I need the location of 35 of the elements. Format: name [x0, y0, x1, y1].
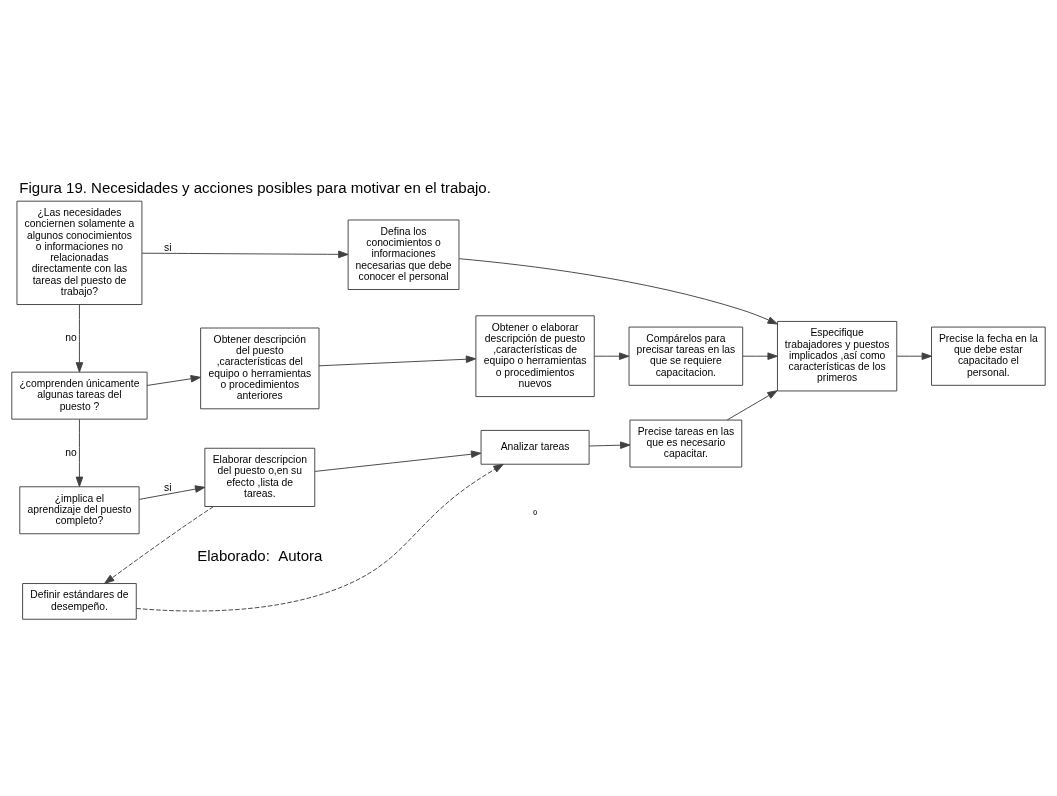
edge-label: no — [65, 446, 77, 458]
node-box: Definir estándares de desempeño. — [22, 583, 137, 620]
node-box: Especifique trabajadores y puestos implicados ,así como características de los primeros — [777, 320, 898, 392]
edge-label: si — [164, 241, 172, 253]
node-box: ¿implica el aprendizaje del puesto completo? — [19, 486, 140, 535]
label: º — [533, 508, 537, 520]
arrow — [742, 352, 778, 360]
node-box: Defina los conocimientos o informaciones necesarias que debe conocer el personal — [347, 219, 460, 290]
arrow — [104, 506, 215, 584]
node-box: Precise tareas en las que es necesario capacitar. — [629, 419, 743, 468]
diagram-title: Figura 19. Necesidades y acciones posibles para motivar en el trabajo. — [19, 178, 491, 196]
arrow — [458, 258, 778, 325]
arrow — [726, 390, 778, 421]
arrow — [75, 418, 84, 487]
arrow — [588, 441, 631, 449]
node-box: ¿Las necesidades conciernen solamente a algunos conocimientos o informaciones no relacionadas directamente con las tareas del puesto de trabajo? — [16, 200, 143, 305]
node-box: Obtener descripción del puesto ,características del equipo o herramientas o procedimientos anteriores — [200, 327, 320, 410]
node-box: Obtener o elaborar descripción de puesto ,características de equipo o herramientas o procedimientos nuevos — [475, 315, 595, 398]
arrow — [314, 450, 482, 472]
node-box: ¿comprenden únicamente algunas tareas del puesto ? — [11, 371, 148, 420]
arrow — [896, 352, 932, 360]
node-box: Precise la fecha en la que debe estar capacitado el personal. — [931, 326, 1046, 386]
arrow — [75, 304, 84, 373]
edge-label: no — [65, 331, 77, 343]
node-box: Elaborar descripcion del puesto o,en su efecto ,lista de tareas. — [204, 447, 316, 507]
edge-label: si — [164, 482, 172, 494]
node-box: Compárelos para precisar tareas en las que se requiere capacitacion. — [628, 326, 744, 386]
node-box: Analizar tareas — [480, 429, 590, 465]
arrow — [318, 355, 477, 367]
arrow — [136, 463, 504, 612]
arrow — [138, 485, 206, 500]
arrow — [593, 352, 630, 360]
arrow — [146, 375, 201, 386]
caption: Elaborado: Autora — [197, 546, 323, 564]
arrow — [141, 250, 349, 259]
